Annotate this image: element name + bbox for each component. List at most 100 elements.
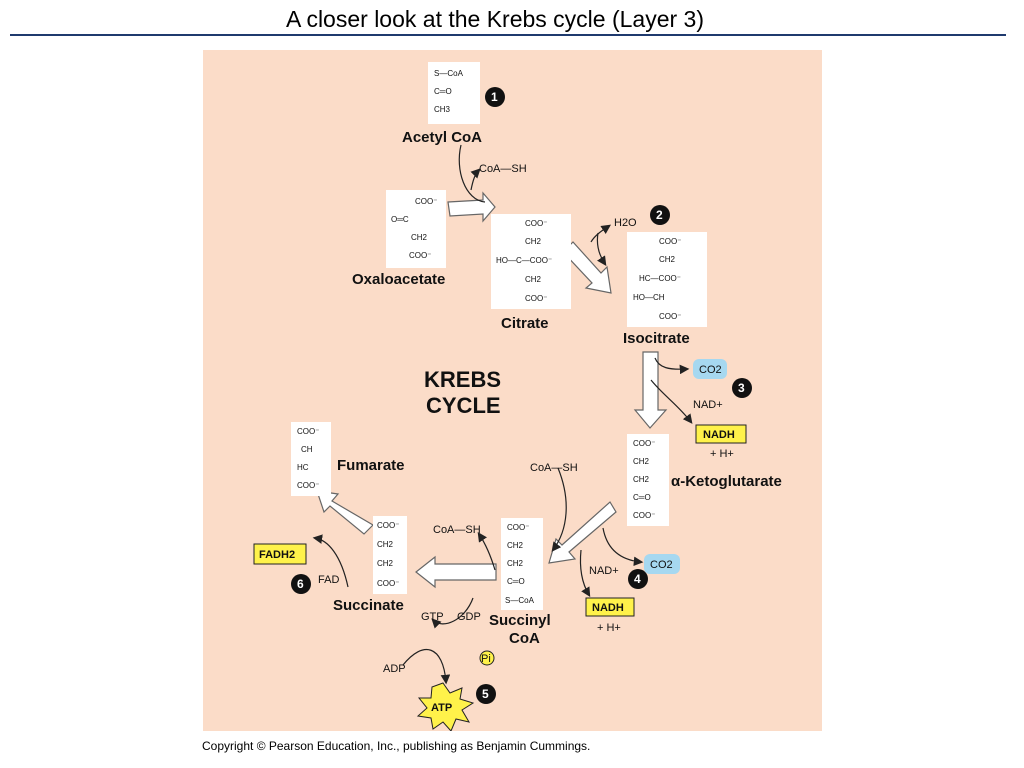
step-5-number: 5: [482, 687, 489, 701]
formula-line: COO⁻: [409, 251, 431, 260]
pi-label: Pi: [481, 653, 491, 665]
title-divider: [10, 34, 1006, 36]
atp-label: ATP: [431, 702, 452, 714]
formula-line: S—CoA: [434, 69, 464, 78]
step-2-badge: [650, 205, 670, 225]
formula-line: CH2: [377, 540, 394, 549]
step-badges: 1 2 3 4 5 6: [291, 87, 752, 704]
formula-line: S—CoA: [505, 596, 535, 605]
step-1-number: 1: [491, 90, 498, 104]
step-5-badge: [476, 684, 496, 704]
h-a-label: + H+: [710, 448, 734, 460]
coa-sh-release-arrow: [470, 168, 481, 191]
h2o-arrow-in: [596, 232, 607, 266]
step-3-badge: [732, 378, 752, 398]
citrate-formula: COO⁻ CH2 HO—C—COO⁻ CH2 COO⁻: [496, 219, 552, 303]
co2-b-label: CO2: [650, 559, 673, 571]
formula-line: C═O: [633, 493, 651, 502]
formula-line: COO⁻: [297, 481, 319, 490]
ketoglutarate-box: [627, 434, 669, 526]
nad-a-label: NAD+: [693, 399, 723, 411]
succinyl-coa-formula: COO⁻ CH2 CH2 C═O S—CoA: [505, 523, 535, 605]
acetyl-coa-label: Acetyl CoA: [402, 129, 482, 146]
arrow-oxaloacetate-to-citrate: [447, 191, 496, 223]
gtp-gdp-arrow: [431, 597, 474, 629]
isocitrate-box: [627, 232, 707, 327]
nad-b-arrow: [579, 549, 591, 598]
coa-sh-3-arrow: [477, 532, 496, 571]
krebs-label-line2: CYCLE: [426, 393, 501, 418]
succinate-box: [373, 516, 407, 594]
formula-line: COO⁻: [297, 427, 319, 436]
acetyl-to-coa-arrow: [458, 144, 486, 203]
coa-sh-2-label: CoA—SH: [530, 462, 578, 474]
formula-line: CH2: [659, 255, 676, 264]
co2-a-arrow: [654, 357, 690, 375]
step-1-badge: [485, 87, 505, 107]
gdp-label: GDP: [457, 611, 481, 623]
fumarate-formula: COO⁻ CH HC COO⁻: [297, 427, 319, 490]
fumarate-label: Fumarate: [337, 457, 405, 474]
isocitrate-label: Isocitrate: [623, 330, 690, 347]
formula-line: COO⁻: [633, 511, 655, 520]
co2-b-arrow: [602, 527, 644, 567]
formula-line: HO—CH: [633, 293, 665, 302]
formula-line: CH2: [507, 541, 524, 550]
fadh2-box: [253, 543, 307, 565]
formula-line: O═C: [391, 215, 409, 224]
succinyl-coa-label-line1: Succinyl: [489, 612, 551, 629]
adp-atp-arrow: [402, 648, 451, 685]
step-2-number: 2: [656, 208, 663, 222]
succinate-label: Succinate: [333, 597, 404, 614]
krebs-diagram: S—CoA C═O CH3 COO⁻ O═C CH2 COO⁻ COO⁻ CH2…: [253, 62, 782, 731]
acetyl-coa-formula: S—CoA C═O CH3: [434, 69, 464, 114]
step-6-number: 6: [297, 577, 304, 591]
formula-line: C═O: [507, 577, 525, 586]
oxaloacetate-formula: COO⁻ O═C CH2 COO⁻: [391, 197, 437, 260]
formula-line: HO—C—COO⁻: [496, 256, 552, 265]
atp-starburst: [416, 682, 475, 731]
coa-sh-label: CoA—SH: [479, 163, 527, 175]
formula-line: CH2: [633, 457, 650, 466]
succinate-formula: COO⁻ CH2 CH2 COO⁻: [377, 521, 399, 588]
nadh-b-box: [585, 597, 635, 617]
formula-line: COO⁻: [377, 579, 399, 588]
krebs-cycle-figure: S—CoA C═O CH3 COO⁻ O═C CH2 COO⁻ COO⁻ CH2…: [203, 50, 822, 731]
ketoglutarate-formula: COO⁻ CH2 CH2 C═O COO⁻: [633, 439, 655, 520]
formula-line: COO⁻: [633, 439, 655, 448]
step-6-badge: [291, 574, 311, 594]
formula-line: COO⁻: [507, 523, 529, 532]
formula-line: CH2: [525, 275, 542, 284]
citrate-box: [491, 214, 571, 309]
oxaloacetate-label: Oxaloacetate: [352, 271, 445, 288]
arrow-ketoglutarate-to-succinylcoa: [548, 501, 617, 564]
copyright-notice: Copyright © Pearson Education, Inc., pub…: [202, 739, 591, 753]
step-4-number: 4: [634, 572, 641, 586]
ketoglutarate-label: α-Ketoglutarate: [671, 473, 782, 490]
molecule-boxes: [291, 62, 707, 610]
side-arrows: [312, 144, 693, 685]
arrow-succinate-to-fumarate: [316, 490, 374, 535]
formula-line: HC—COO⁻: [639, 274, 681, 283]
formula-line: COO⁻: [525, 294, 547, 303]
fadh2-label: FADH2: [259, 549, 295, 561]
succinyl-coa-label-line2: CoA: [509, 630, 540, 647]
acetyl-coa-box: [428, 62, 480, 124]
formula-line: C═O: [434, 87, 452, 96]
nad-a-arrow: [650, 379, 693, 424]
formula-line: COO⁻: [659, 312, 681, 321]
co2-a-bubble: [693, 359, 727, 379]
formula-line: CH2: [411, 233, 428, 242]
cycle-arrows: [316, 191, 668, 589]
formula-line: COO⁻: [659, 237, 681, 246]
citrate-label: Citrate: [501, 315, 549, 332]
nadh-a-box: [695, 424, 747, 444]
nadh-a-label: NADH: [703, 429, 735, 441]
h2o-arrow-out: [590, 224, 611, 243]
step-4-badge: [628, 569, 648, 589]
gtp-label: GTP: [421, 611, 444, 623]
formula-line: COO⁻: [525, 219, 547, 228]
coa-sh-3-label: CoA—SH: [433, 524, 481, 536]
formula-line: CH2: [633, 475, 650, 484]
formula-line: CH2: [525, 237, 542, 246]
